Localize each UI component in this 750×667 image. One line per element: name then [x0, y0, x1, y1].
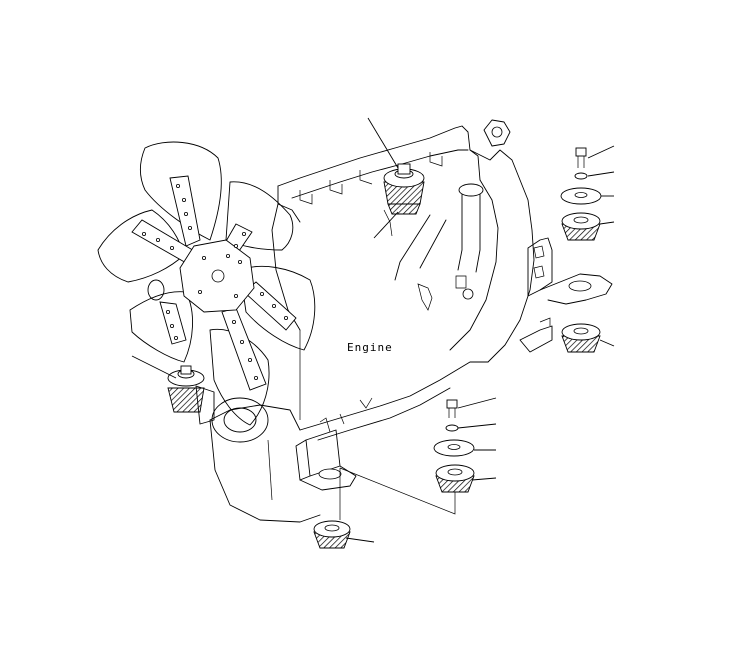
cooling-fan: [97, 141, 316, 443]
lower-front-bracket: [295, 417, 357, 491]
assembly-line: [339, 467, 456, 520]
front-left-mount: [167, 365, 215, 425]
fan-bolt-holes: [141, 183, 288, 380]
engine-block: [209, 119, 535, 523]
lower-mount-stack: [433, 399, 475, 493]
top-mount: [383, 163, 425, 215]
engine-label: Engine: [347, 341, 393, 354]
rear-mount-bracket: [519, 237, 613, 353]
right-mount-stack: [560, 147, 602, 353]
leader-lines: [131, 117, 615, 543]
lower-front-mount: [313, 520, 351, 549]
